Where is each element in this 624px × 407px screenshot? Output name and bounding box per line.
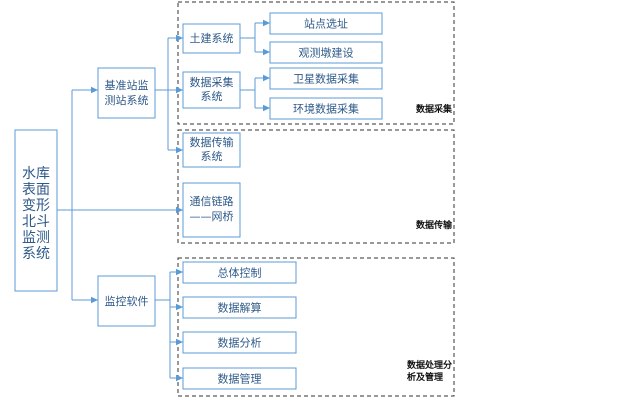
text-line: 监控软件 bbox=[105, 294, 149, 308]
node-data-management: 数据管理 bbox=[182, 367, 297, 390]
node-comm-link-label: 通信链路 ——网桥 bbox=[190, 194, 234, 223]
text-line: 基准站监 bbox=[105, 78, 149, 92]
node-site-selection-label: 站点选址 bbox=[304, 17, 348, 31]
text-line: 站点选址 bbox=[304, 17, 348, 31]
node-env-data-label: 环境数据采集 bbox=[293, 102, 359, 116]
text-line: 系统 bbox=[22, 246, 50, 262]
node-comm-link: 通信链路 ——网桥 bbox=[182, 182, 241, 238]
text-line: 数据处理分 bbox=[407, 359, 452, 371]
text-line: 变形 bbox=[22, 198, 50, 214]
group-label-collection: 数据采集 bbox=[416, 103, 453, 115]
group-label-processing: 数据处理分析及管理 bbox=[407, 359, 452, 383]
text-line: 测站系统 bbox=[105, 93, 149, 107]
text-line: 数据采集 bbox=[190, 75, 234, 89]
text-line: 数据管理 bbox=[218, 372, 262, 386]
text-line: 水库 bbox=[22, 166, 50, 182]
node-root-label: 水库表面变形北斗监测系统 bbox=[22, 166, 50, 262]
node-civil-system: 土建系统 bbox=[182, 23, 241, 54]
node-data-management-label: 数据管理 bbox=[218, 372, 262, 386]
node-civil-system-label: 土建系统 bbox=[190, 31, 234, 45]
node-data-solving-label: 数据解算 bbox=[218, 301, 262, 315]
node-data-analysis-label: 数据分析 bbox=[218, 336, 262, 350]
text-line: 通信链路 bbox=[190, 194, 234, 208]
node-pier-construction: 观测墩建设 bbox=[269, 41, 383, 64]
group-data-transmission bbox=[177, 129, 455, 244]
text-line: 析及管理 bbox=[407, 371, 443, 383]
edges bbox=[57, 19, 270, 382]
group-data-processing bbox=[177, 257, 455, 397]
text-line: 数据传输 bbox=[190, 135, 234, 149]
node-data-analysis: 数据分析 bbox=[182, 331, 297, 354]
text-line: 数据解算 bbox=[218, 301, 262, 315]
text-line: ——网桥 bbox=[190, 210, 234, 223]
node-satellite-data-label: 卫星数据采集 bbox=[293, 72, 359, 86]
node-data-collection-system: 数据采集系统 bbox=[182, 71, 241, 109]
text-line: 数据传输 bbox=[416, 219, 453, 231]
text-line: 系统 bbox=[201, 150, 223, 163]
node-env-data: 环境数据采集 bbox=[269, 97, 383, 120]
node-root: 水库表面变形北斗监测系统 bbox=[14, 129, 58, 292]
text-line: 北斗 bbox=[22, 214, 50, 230]
node-monitor-software: 监控软件 bbox=[97, 275, 156, 327]
node-data-solving: 数据解算 bbox=[182, 296, 297, 319]
group-label-transmission: 数据传输 bbox=[416, 219, 453, 231]
node-monitor-software-label: 监控软件 bbox=[105, 294, 149, 308]
text-line: 环境数据采集 bbox=[293, 102, 359, 116]
text-line: 总体控制 bbox=[218, 266, 262, 280]
node-base-station-label: 基准站监测站系统 bbox=[105, 78, 149, 107]
node-overall-control-label: 总体控制 bbox=[218, 266, 262, 280]
text-line: 数据采集 bbox=[416, 103, 453, 115]
node-site-selection: 站点选址 bbox=[269, 12, 383, 35]
node-base-station: 基准站监测站系统 bbox=[97, 67, 156, 119]
text-line: 观测墩建设 bbox=[299, 46, 354, 60]
node-satellite-data: 卫星数据采集 bbox=[269, 67, 383, 90]
text-line: 卫星数据采集 bbox=[293, 72, 359, 86]
text-line: 土建系统 bbox=[190, 31, 234, 45]
text-line: 表面 bbox=[22, 182, 50, 198]
node-pier-construction-label: 观测墩建设 bbox=[299, 46, 354, 60]
node-data-transmission-system-label: 数据传输系统 bbox=[190, 135, 234, 163]
node-data-transmission-system: 数据传输系统 bbox=[182, 132, 241, 168]
text-line: 数据分析 bbox=[218, 336, 262, 350]
text-line: 监测 bbox=[22, 230, 50, 246]
node-data-collection-system-label: 数据采集系统 bbox=[190, 75, 234, 103]
text-line: 系统 bbox=[201, 90, 223, 103]
group-data-collection bbox=[177, 1, 455, 125]
node-overall-control: 总体控制 bbox=[182, 261, 297, 284]
